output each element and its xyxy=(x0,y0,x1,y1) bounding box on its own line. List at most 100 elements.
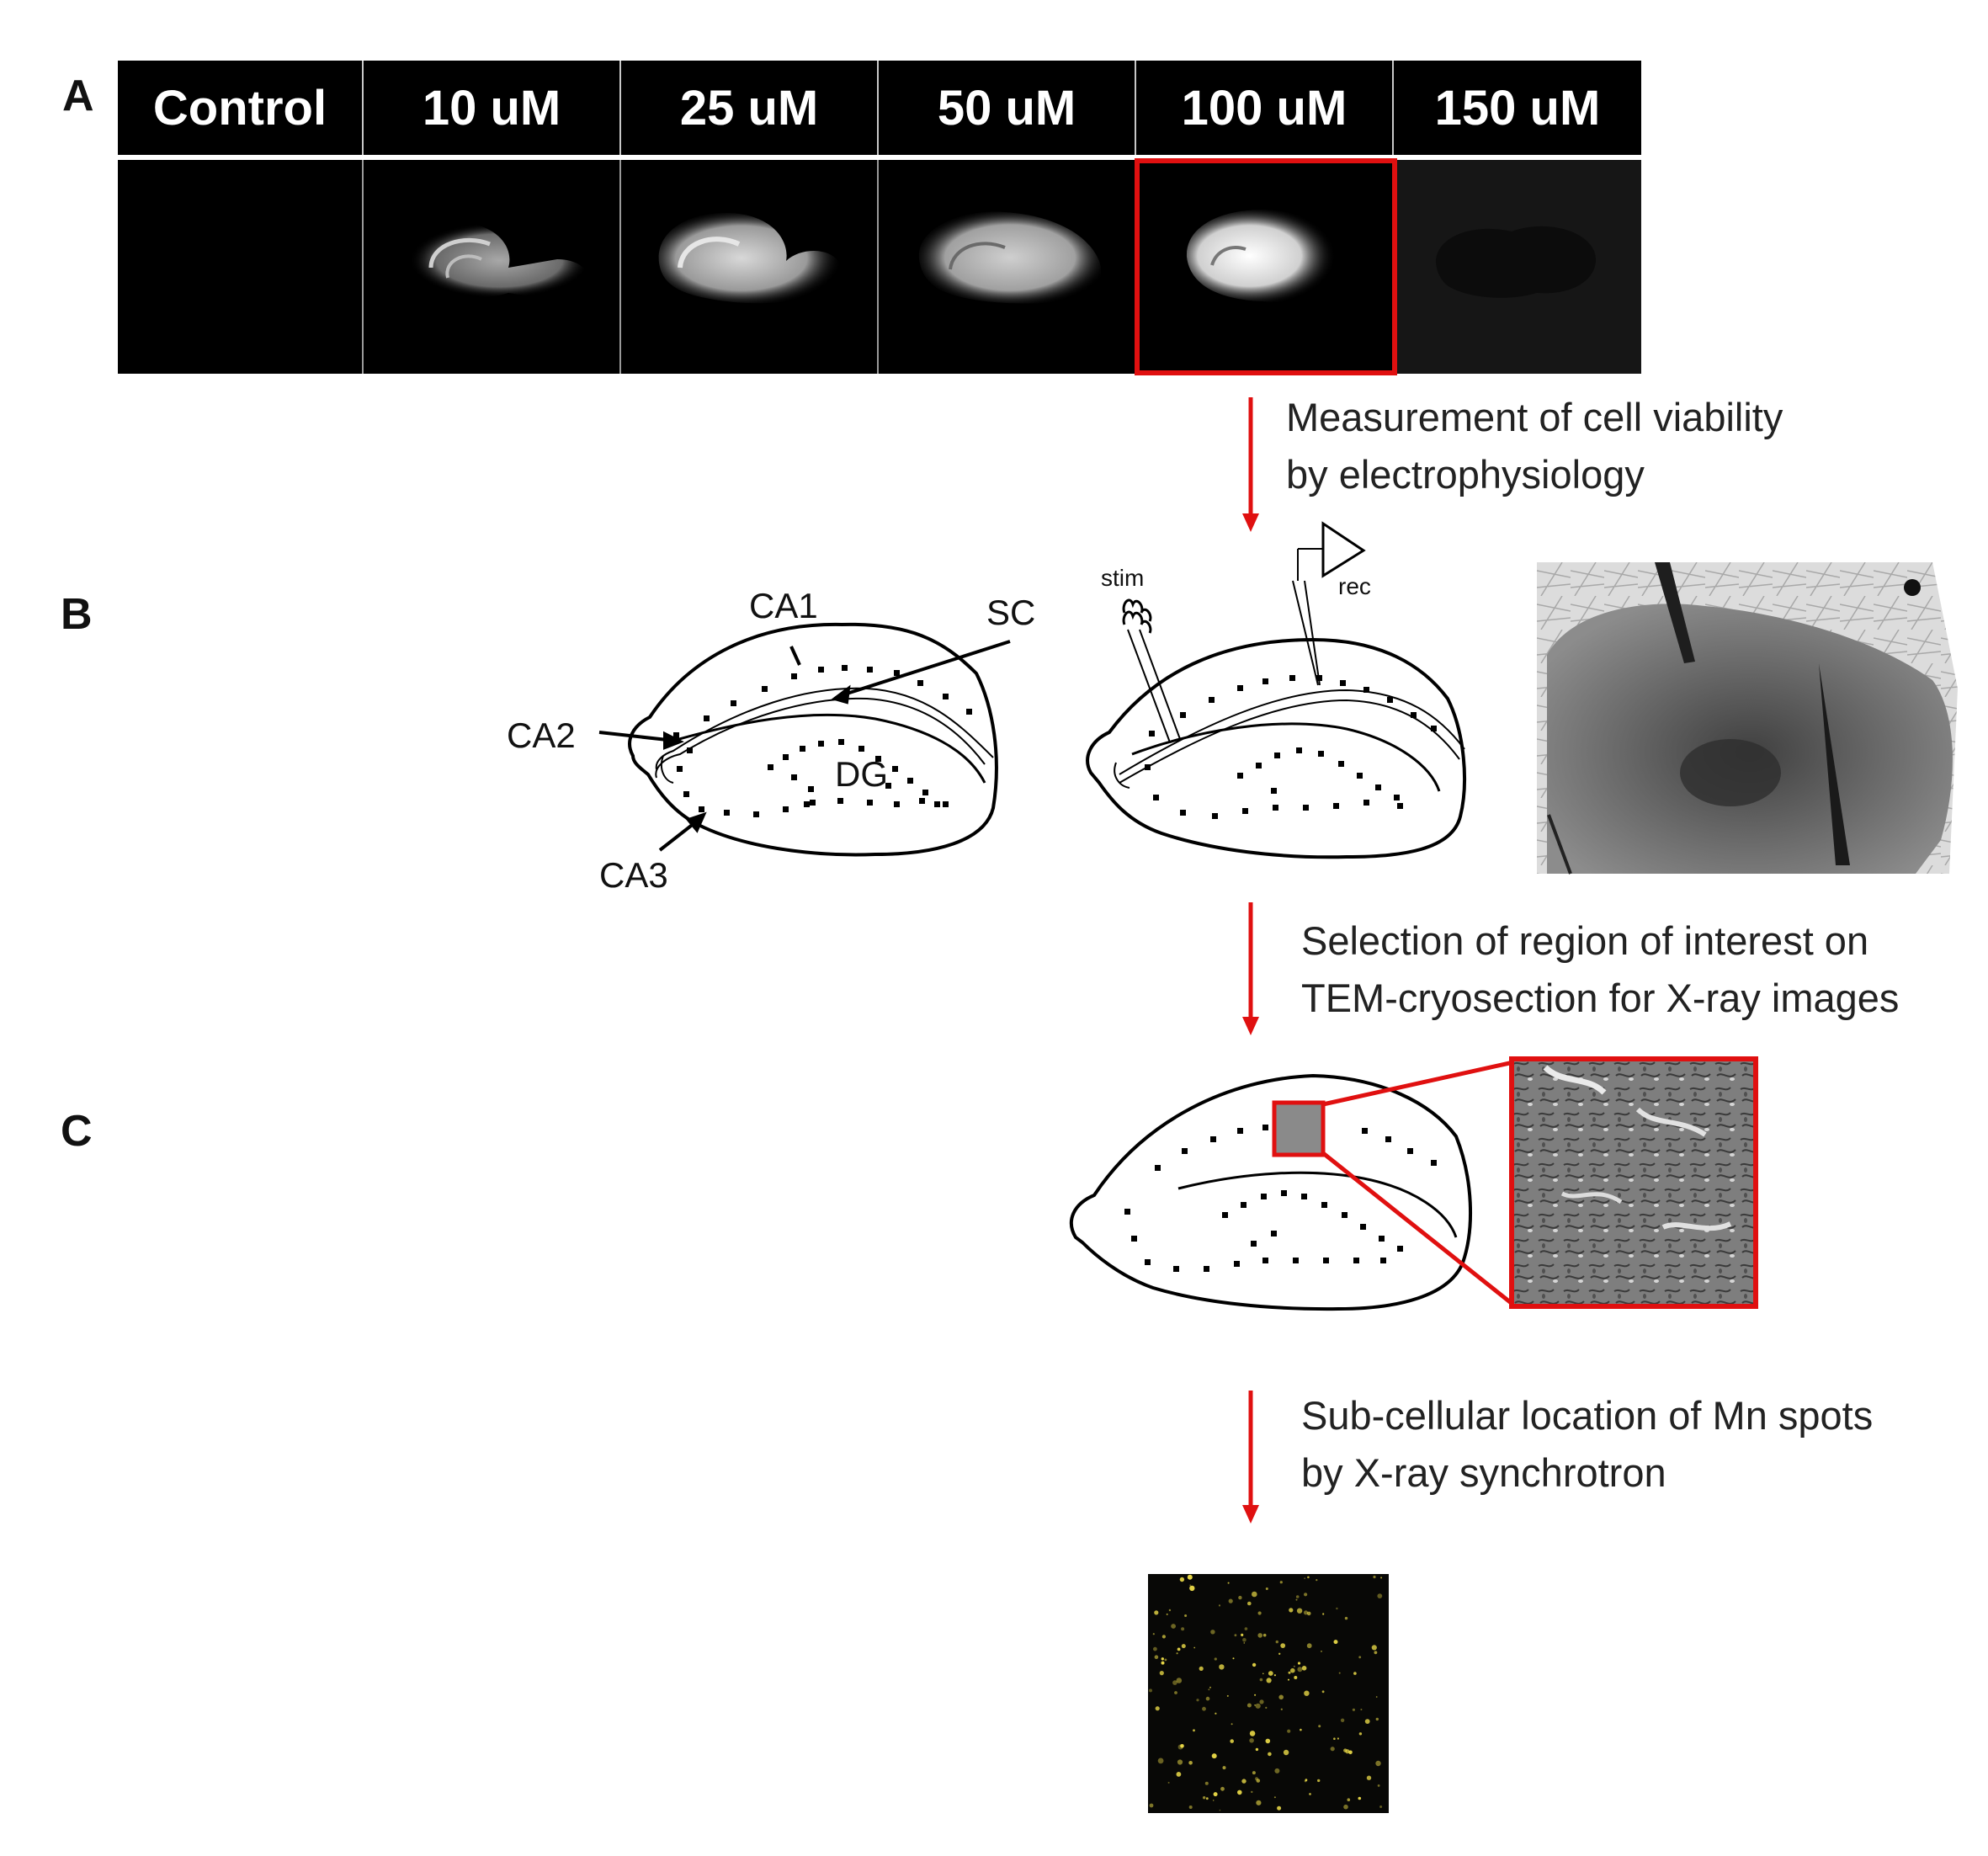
mn-spot xyxy=(1347,1798,1351,1801)
mn-spot xyxy=(1193,1646,1196,1649)
mn-spot xyxy=(1255,1777,1258,1781)
slice-outline xyxy=(628,622,998,857)
slice-image-25uM xyxy=(621,160,879,374)
mn-spot xyxy=(1318,1725,1321,1728)
roi-panel-dots xyxy=(1124,1125,1437,1272)
concentration-label: 100 uM xyxy=(1136,61,1394,155)
concentration-label: 50 uM xyxy=(879,61,1136,155)
mn-spot xyxy=(1244,1627,1248,1630)
mn-spot xyxy=(1303,1610,1309,1615)
mn-spot xyxy=(1280,1708,1283,1710)
mn-spot xyxy=(1231,1723,1233,1726)
mn-spot xyxy=(1241,1633,1244,1636)
mn-spot xyxy=(1295,1598,1298,1601)
mn-spot xyxy=(1289,1608,1294,1613)
mn-spot xyxy=(1309,1793,1311,1795)
label-arrows xyxy=(598,640,1011,852)
concentration-label: 10 uM xyxy=(364,61,621,155)
mn-spot xyxy=(1377,1593,1383,1598)
mn-spot xyxy=(1255,1703,1261,1709)
step1-text: Measurement of cell viability by electro… xyxy=(1286,389,1783,503)
mn-spot xyxy=(1181,1627,1185,1631)
mn-spot xyxy=(1208,1688,1210,1691)
mn-spot xyxy=(1202,1706,1206,1711)
mn-spot xyxy=(1237,1790,1242,1795)
zoom-line-bottom xyxy=(1321,1151,1515,1306)
mn-spot xyxy=(1275,1640,1278,1644)
mn-spot xyxy=(1268,1671,1273,1676)
dg-upper-boundary xyxy=(672,713,986,784)
mn-spot xyxy=(1196,1699,1199,1702)
slice-image-row xyxy=(118,160,1641,374)
mn-spot xyxy=(1344,1616,1348,1620)
mn-spot xyxy=(1259,1678,1263,1682)
arrow-step1 xyxy=(1242,397,1259,532)
stim-electrode xyxy=(1122,598,1181,743)
step1-line1: Measurement of cell viability xyxy=(1286,395,1783,439)
label-ca3: CA3 xyxy=(599,855,668,895)
mn-spot xyxy=(1343,1804,1348,1810)
mn-spot xyxy=(1374,1651,1378,1655)
mn-spot xyxy=(1232,1657,1235,1660)
mn-spot xyxy=(1353,1672,1357,1675)
mn-spot xyxy=(1218,1604,1221,1607)
mn-spot xyxy=(1366,1775,1372,1780)
slice-outline-3 xyxy=(1070,1073,1472,1311)
mn-spot xyxy=(1290,1667,1295,1673)
mn-spot xyxy=(1219,1809,1221,1811)
ca2-loop xyxy=(660,755,674,784)
mn-spot xyxy=(1373,1575,1376,1579)
mn-spot xyxy=(1212,1800,1215,1801)
mn-spot xyxy=(1199,1666,1204,1671)
mn-spot xyxy=(1154,1610,1159,1615)
mn-spot xyxy=(1251,1790,1253,1794)
panel-label-b: B xyxy=(61,590,93,639)
arrow-step3 xyxy=(1242,1391,1259,1524)
mn-spot xyxy=(1161,1657,1164,1661)
mn-spot xyxy=(1297,1667,1303,1673)
mn-spot xyxy=(1247,1601,1252,1606)
mn-spot xyxy=(1241,1779,1246,1784)
panel-label-c: C xyxy=(61,1107,93,1156)
mn-spot xyxy=(1265,1587,1268,1590)
mn-spot xyxy=(1288,1678,1289,1681)
mn-spot xyxy=(1379,1805,1383,1808)
mn-spot xyxy=(1181,1644,1186,1649)
mn-spot xyxy=(1296,1608,1303,1614)
mn-spot xyxy=(1304,1779,1307,1783)
mn-spot xyxy=(1242,1638,1246,1642)
mn-spot xyxy=(1377,1784,1380,1787)
mn-spot xyxy=(1177,1759,1183,1765)
mn-spot xyxy=(1204,1781,1209,1785)
mn-spot xyxy=(1279,1581,1283,1584)
mn-spot xyxy=(1280,1643,1286,1648)
pyramidal-dots xyxy=(673,665,972,817)
mn-spot xyxy=(1288,1671,1291,1674)
mn-spot xyxy=(1293,1665,1295,1667)
mn-spot xyxy=(1364,1719,1370,1724)
mn-spot xyxy=(1262,1673,1264,1675)
brightfield-slice-photo xyxy=(1537,562,1958,875)
step2-line2: TEM-cryosection for X-ray images xyxy=(1301,976,1900,1020)
mn-spot xyxy=(1305,1779,1308,1782)
mn-spot xyxy=(1252,1662,1257,1667)
mn-spot xyxy=(1337,1737,1339,1740)
mn-spot xyxy=(1176,1652,1178,1655)
dg-boundary-2 xyxy=(1131,722,1441,792)
mn-spot xyxy=(1266,1678,1272,1683)
mn-spot xyxy=(1213,1792,1218,1797)
mn-spot xyxy=(1214,1657,1217,1661)
mn-spot xyxy=(1154,1655,1159,1659)
concentration-label: 150 uM xyxy=(1434,80,1601,136)
step2-line1: Selection of region of interest on xyxy=(1301,918,1869,963)
schaffer-collateral-line xyxy=(655,687,994,770)
slice-glow-25uM xyxy=(658,213,843,304)
mn-spot xyxy=(1304,1577,1305,1579)
mn-spot xyxy=(1210,1630,1215,1635)
mn-spot xyxy=(1306,1643,1312,1649)
mn-spot xyxy=(1161,1635,1166,1639)
mn-spot xyxy=(1262,1633,1267,1637)
dg-boundary-3 xyxy=(1177,1171,1458,1238)
